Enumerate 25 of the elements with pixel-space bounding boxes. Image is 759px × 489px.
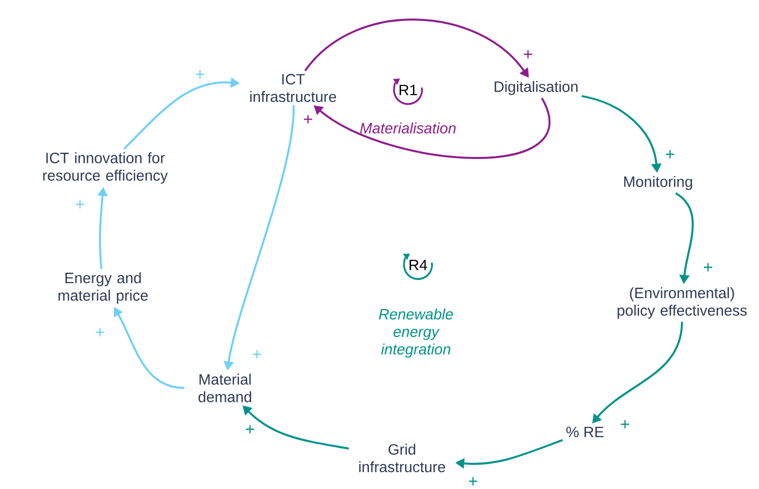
variable-label: % RE <box>566 426 604 438</box>
loop-name: Renewable energy integration <box>378 308 453 358</box>
polarity-sign: + <box>252 350 262 358</box>
arrow <box>242 406 349 450</box>
polarity-sign: + <box>196 70 204 78</box>
variable-label: Grid infrastructure <box>359 444 446 472</box>
polarity-sign: + <box>468 477 478 486</box>
polarity-sign: + <box>524 50 532 58</box>
variable-label: Monitoring <box>624 176 692 190</box>
variable-label: ICT innovation for resource efficiency <box>43 152 168 184</box>
polarity-sign: + <box>304 115 312 124</box>
polarity-sign: + <box>246 425 254 434</box>
polarity-sign: + <box>666 150 674 158</box>
polarity-sign: + <box>96 328 104 336</box>
polarity-sign: + <box>704 263 712 272</box>
polarity-sign: + <box>76 200 84 208</box>
variable-label: Energy and material price <box>58 272 148 304</box>
variable-label: Digitalisation <box>494 81 578 95</box>
variable-label: ICT infrastructure <box>250 74 336 102</box>
polarity-sign: + <box>620 420 630 428</box>
variable-label: (Environmental) policy effectiveness <box>618 287 747 319</box>
variable-label: Material demand <box>198 374 252 402</box>
loop-name: Materialisation <box>360 122 456 134</box>
loop-label: R1 <box>400 84 417 96</box>
loop-label: R4 <box>410 260 428 270</box>
